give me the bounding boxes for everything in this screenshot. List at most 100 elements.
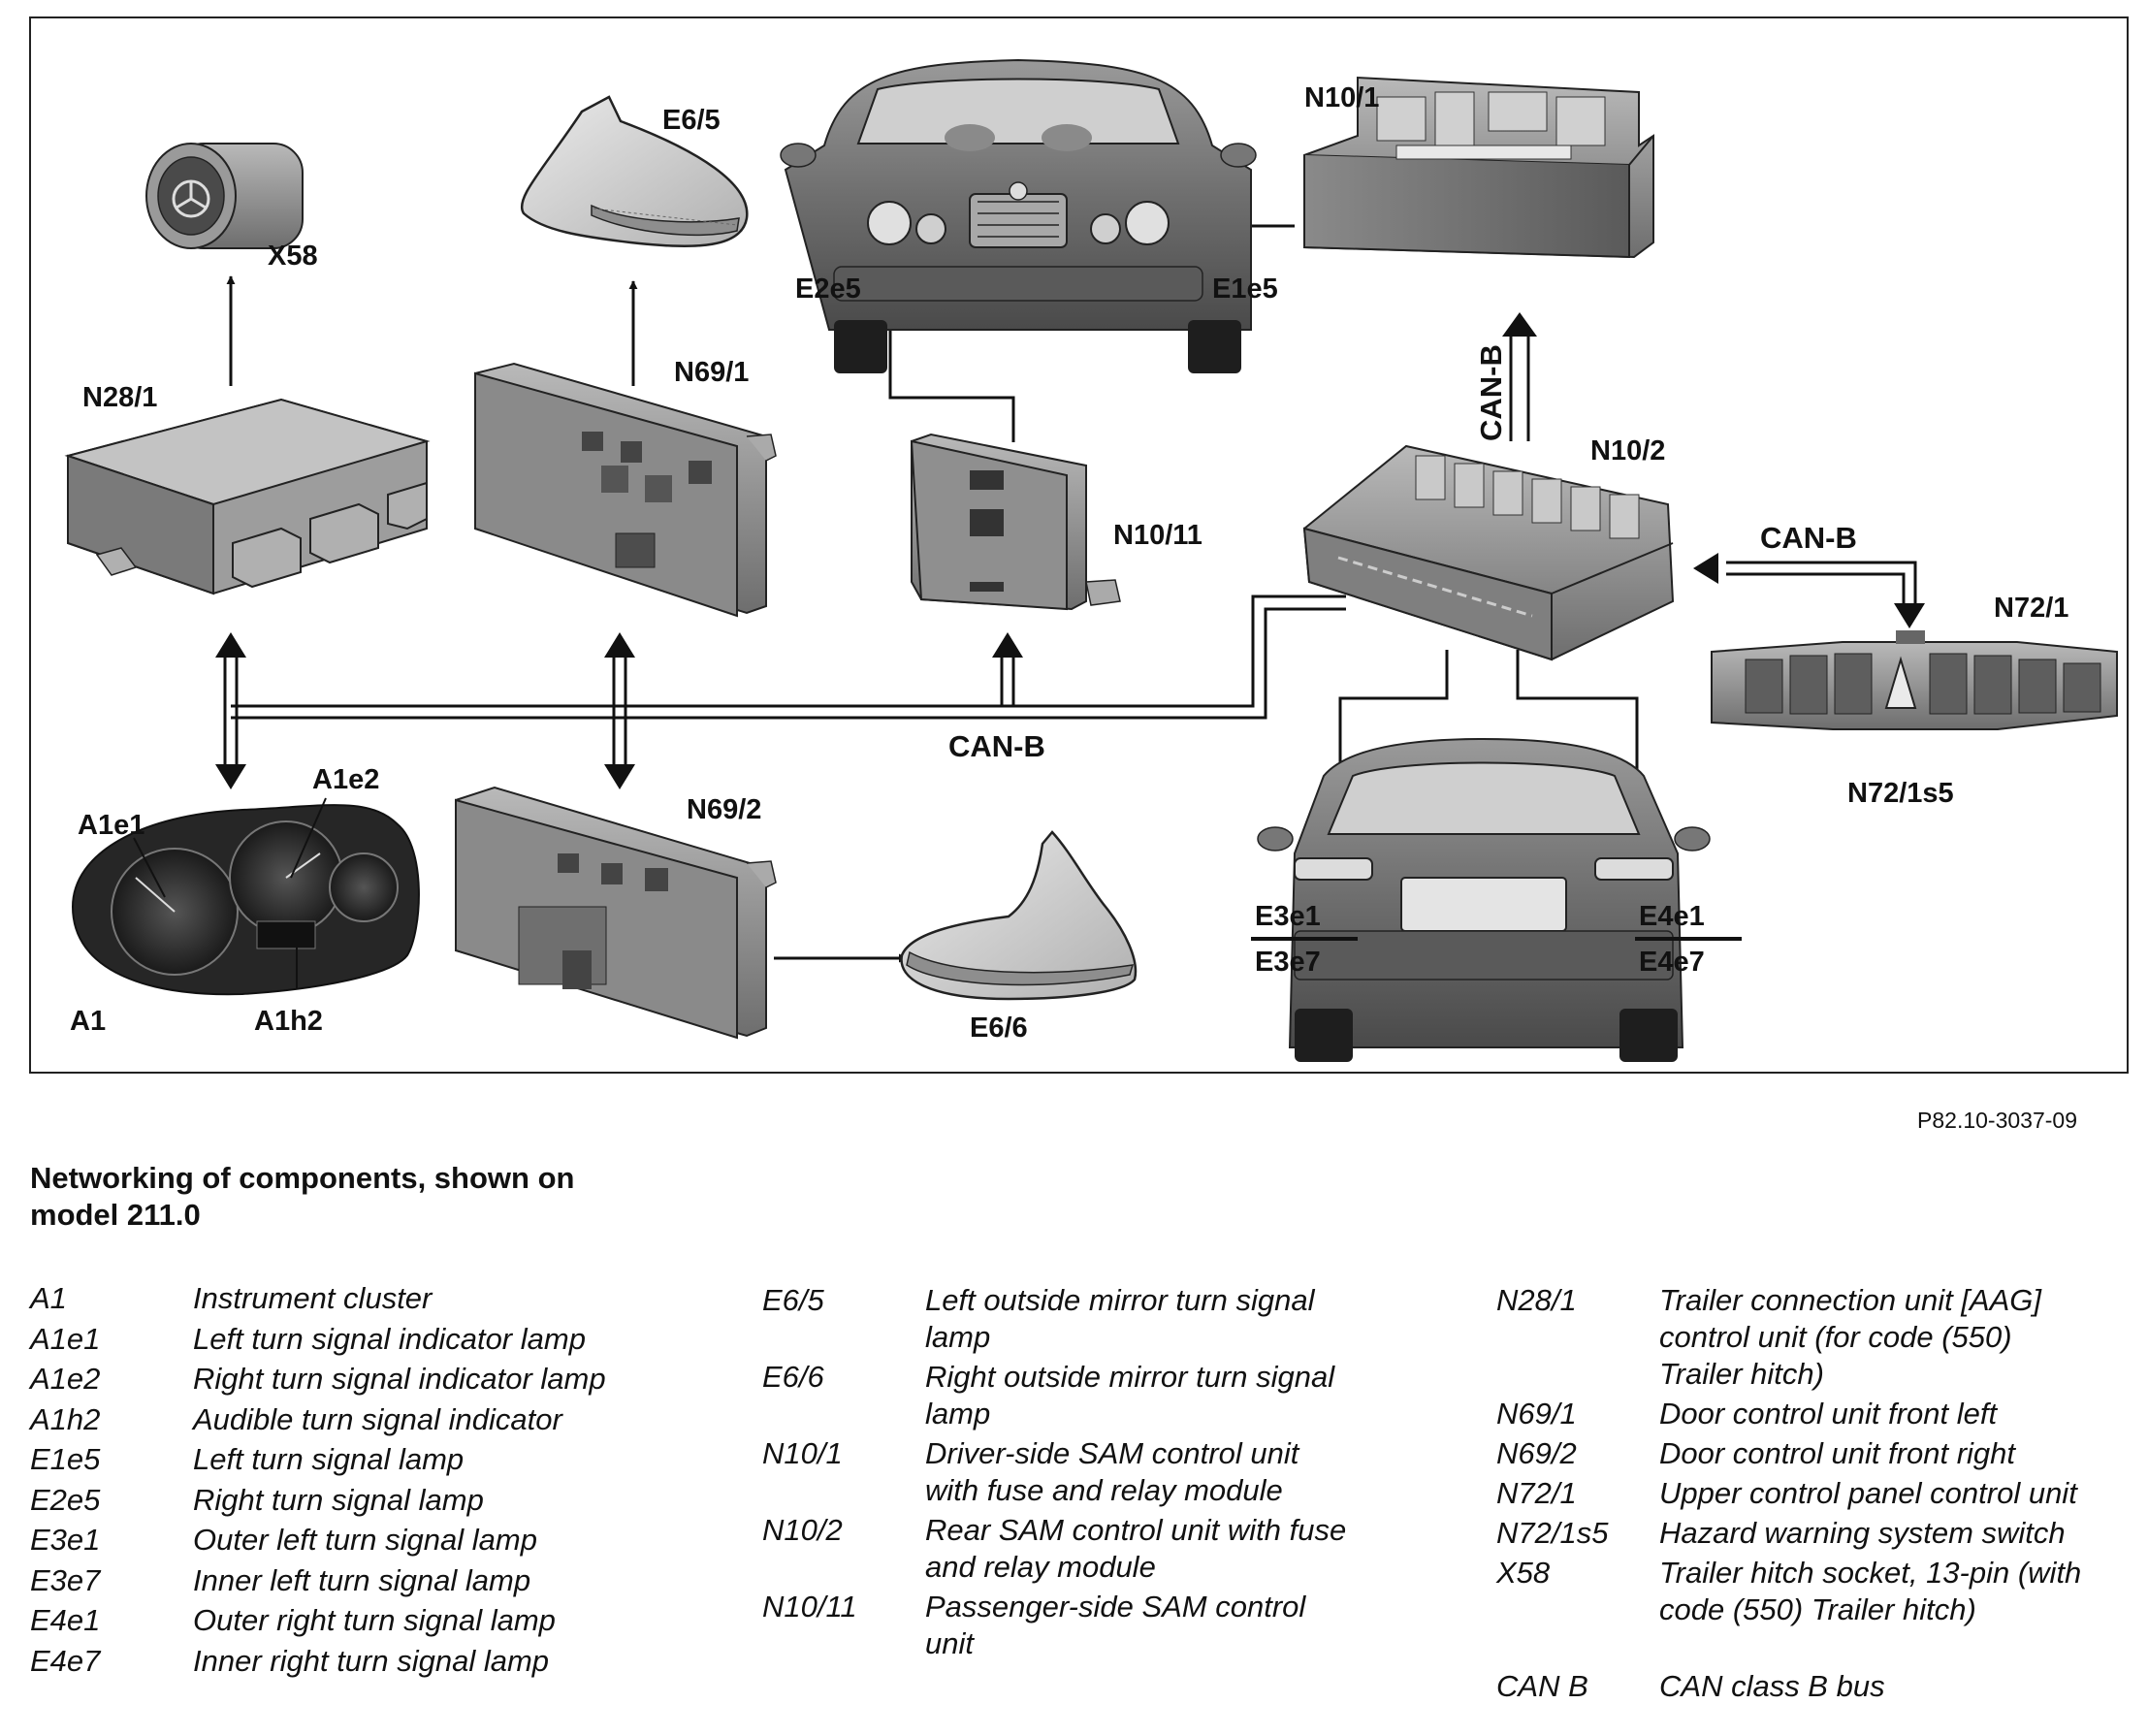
can-b-bus bbox=[223, 335, 1917, 766]
legend-row: E4e7 Inner right turn signal lamp bbox=[30, 1641, 709, 1682]
legend-key: A1e2 bbox=[30, 1362, 101, 1396]
legend-key: E4e7 bbox=[30, 1643, 101, 1678]
legend-key: N72/1 bbox=[1496, 1476, 1577, 1510]
legend-key: N10/1 bbox=[762, 1436, 843, 1470]
legend-row: E1e5 Left turn signal lamp bbox=[30, 1439, 709, 1480]
legend-row: N28/1 Trailer connection unit [AAG]contro… bbox=[1496, 1282, 2136, 1393]
legend-desc-line: control unit (for code (550) bbox=[1659, 1320, 2012, 1354]
legend-desc-line: unit bbox=[925, 1626, 974, 1660]
legend-desc-line: Right outside mirror turn signal bbox=[925, 1360, 1335, 1394]
legend-desc-line: Left outside mirror turn signal bbox=[925, 1283, 1315, 1317]
legend-row: CAN B CAN class B bus bbox=[1496, 1668, 2136, 1705]
label-n69-2: N69/2 bbox=[687, 794, 761, 825]
label-e4e7: E4e7 bbox=[1639, 947, 1705, 978]
legend-key: N28/1 bbox=[1496, 1283, 1577, 1317]
legend-key: A1e1 bbox=[30, 1321, 101, 1356]
label-x58: X58 bbox=[268, 241, 318, 272]
legend-key: CAN B bbox=[1496, 1669, 1588, 1703]
label-can-b-main: CAN-B bbox=[948, 729, 1045, 763]
front-car bbox=[780, 58, 1257, 373]
legend-desc-line: code (550) Trailer hitch) bbox=[1659, 1592, 1976, 1626]
legend-key: X58 bbox=[1496, 1556, 1551, 1590]
n28-1-module bbox=[64, 398, 431, 595]
legend-desc-line: Trailer hitch socket, 13-pin (with bbox=[1659, 1556, 2082, 1590]
legend-row: A1 Instrument cluster bbox=[30, 1278, 709, 1319]
legend-key: A1 bbox=[30, 1281, 67, 1315]
label-n72-1: N72/1 bbox=[1994, 593, 2068, 624]
label-can-b-right: CAN-B bbox=[1760, 521, 1857, 555]
legend-key: N69/2 bbox=[1496, 1436, 1577, 1470]
legend-key: N69/1 bbox=[1496, 1397, 1577, 1431]
figure-title-line1: Networking of components, shown on bbox=[30, 1161, 575, 1195]
n10-2-module bbox=[1302, 444, 1675, 661]
legend-desc-line: Rear SAM control unit with fuse bbox=[925, 1513, 1347, 1547]
rear-car bbox=[1257, 737, 1711, 1062]
legend-row: A1e1 Left turn signal indicator lamp bbox=[30, 1319, 709, 1360]
n10-11-module bbox=[910, 433, 1121, 611]
x58-socket bbox=[145, 143, 304, 249]
legend-key: E6/6 bbox=[762, 1360, 824, 1394]
label-n72-1s5: N72/1s5 bbox=[1847, 778, 1954, 809]
label-a1: A1 bbox=[70, 1006, 106, 1037]
legend-desc: Left turn signal indicator lamp bbox=[193, 1321, 586, 1356]
can-b-arrowheads bbox=[215, 312, 1925, 789]
n72-1-panel bbox=[1711, 630, 2118, 730]
label-n28-1: N28/1 bbox=[82, 382, 157, 413]
label-a1e1: A1e1 bbox=[78, 810, 144, 841]
n69-2-module bbox=[455, 786, 777, 1040]
legend-desc: CAN class B bus bbox=[1659, 1669, 1885, 1703]
label-e4e1: E4e1 bbox=[1639, 901, 1705, 932]
n10-1-module bbox=[1303, 76, 1654, 259]
e6-5-left-mirror bbox=[520, 95, 749, 248]
legend-desc-line: Trailer hitch) bbox=[1659, 1357, 1824, 1391]
legend-row: A1e2 Right turn signal indicator lamp bbox=[30, 1359, 709, 1399]
legend-column-3: N28/1 Trailer connection unit [AAG]contro… bbox=[1496, 1282, 2136, 1708]
legend-desc-line: with fuse and relay module bbox=[925, 1473, 1283, 1507]
label-e6-6: E6/6 bbox=[970, 1013, 1028, 1044]
legend-key: E6/5 bbox=[762, 1283, 824, 1317]
legend-desc: Inner right turn signal lamp bbox=[193, 1643, 550, 1678]
label-a1e2: A1e2 bbox=[312, 764, 379, 795]
a1-instrument-cluster bbox=[71, 804, 420, 996]
figure-title: Networking of components, shown on model… bbox=[30, 1160, 574, 1234]
legend-desc: Left turn signal lamp bbox=[193, 1442, 465, 1476]
label-n10-11: N10/11 bbox=[1113, 520, 1202, 551]
legend-desc: Instrument cluster bbox=[193, 1281, 433, 1315]
label-n10-2: N10/2 bbox=[1590, 435, 1665, 466]
legend-desc-line: lamp bbox=[925, 1320, 991, 1354]
legend-desc: Audible turn signal indicator bbox=[193, 1401, 562, 1436]
legend-desc: Right turn signal lamp bbox=[193, 1482, 484, 1517]
legend-desc-line: Passenger-side SAM control bbox=[925, 1590, 1306, 1623]
legend-desc: Inner left turn signal lamp bbox=[193, 1562, 531, 1597]
label-can-b-vertical: CAN-B bbox=[1474, 344, 1508, 441]
label-e3e1: E3e1 bbox=[1255, 901, 1321, 932]
reference-code: P82.10-3037-09 bbox=[1917, 1108, 2077, 1133]
label-leaders bbox=[133, 797, 327, 989]
legend-desc-line: lamp bbox=[925, 1397, 991, 1431]
legend-key: E1e5 bbox=[30, 1442, 101, 1476]
label-e1e5: E1e5 bbox=[1212, 273, 1278, 305]
legend-desc: Trailer connection unit [AAG]control uni… bbox=[1659, 1282, 2136, 1393]
legend-key: E4e1 bbox=[30, 1603, 101, 1637]
legend-key: E2e5 bbox=[30, 1482, 101, 1517]
legend-desc: Right turn signal indicator lamp bbox=[193, 1362, 606, 1396]
legend-spacer bbox=[1496, 1631, 2136, 1668]
legend-desc: Door control unit front left bbox=[1659, 1397, 1998, 1431]
